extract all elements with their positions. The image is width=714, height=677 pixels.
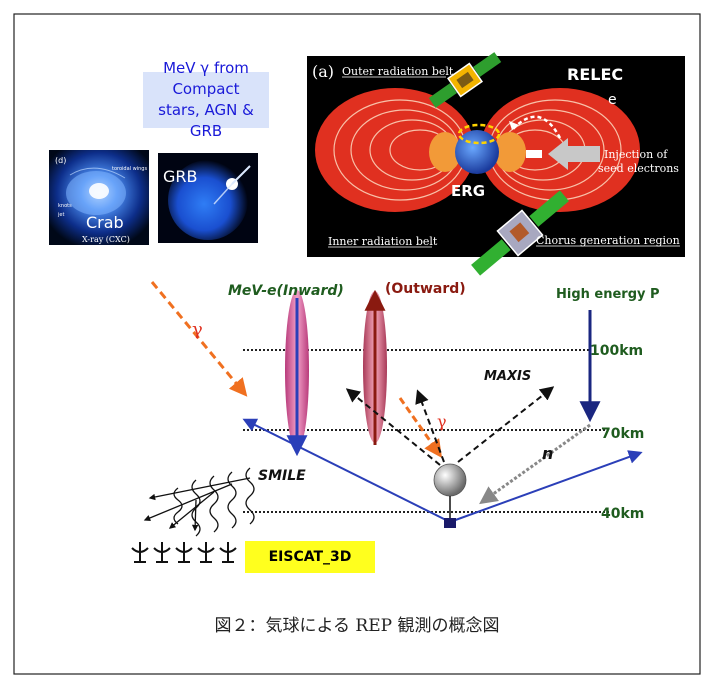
electron-drift-arrow xyxy=(511,115,562,139)
grb-label: GRB xyxy=(163,167,198,186)
crab-tiny-label-knots: knots xyxy=(58,203,72,209)
inner-belt-right xyxy=(494,132,526,172)
smile-label: SMILE xyxy=(258,468,306,484)
gamma-label-center: γ xyxy=(437,412,447,431)
inner-belt-label: Inner radiation belt xyxy=(328,235,438,248)
inner-belt-left xyxy=(429,132,461,172)
seed-electron-marker xyxy=(526,150,542,158)
injection-label-2: seed electrons xyxy=(598,162,679,175)
erg-satellite-icon xyxy=(471,190,569,276)
injection-arrow xyxy=(548,138,600,170)
relec-satellite-icon xyxy=(428,52,502,108)
erg-label: ERG xyxy=(451,182,485,200)
fov-line-right xyxy=(449,450,643,523)
gamma-arrow-center xyxy=(398,397,443,458)
crab-caption: X-ray (CXC) xyxy=(82,235,130,244)
outer-belt-label: Outer radiation belt xyxy=(342,65,454,78)
injection-label-1: Injection of xyxy=(604,148,668,161)
crab-nebula-image: (d) toroidal wings knots jet Crab X-ray … xyxy=(49,150,149,245)
altitude-label-40km: 40km xyxy=(601,506,644,522)
scatter-arrow-2 xyxy=(415,389,445,463)
gamma-label-left: γ xyxy=(192,319,203,340)
gamma-arrow-left xyxy=(150,281,248,397)
crab-panel-tag: (d) xyxy=(55,156,66,165)
outward-label: (Outward) xyxy=(385,281,466,297)
radiation-belt-panel: (a) Outer radiation belt RELEC e ERG Inj… xyxy=(307,52,685,276)
high-energy-p-label: High energy P xyxy=(556,287,660,302)
radio-wave-icons xyxy=(143,467,255,537)
figure-caption: 図２：気球による REP 観測の概念図 xyxy=(214,616,500,636)
eiscat-label: EISCAT_3D xyxy=(245,541,375,573)
chorus-label: Chorus generation region xyxy=(536,234,680,247)
altitude-label-100km: 100km xyxy=(590,343,643,359)
altitude-label-70km: 70km xyxy=(601,426,644,442)
neutron-label: n xyxy=(542,444,553,463)
payload-icon xyxy=(444,518,456,528)
gamma-source-line-1: MeV γ from Compact xyxy=(163,59,249,98)
mev-e-inward-label: MeV-e(Inward) xyxy=(228,283,344,299)
crab-tiny-label-wings: toroidal wings xyxy=(112,166,147,172)
crab-tiny-label-jet: jet xyxy=(57,212,64,218)
gamma-source-line-2: stars, AGN & GRB xyxy=(158,101,254,140)
gamma-source-box: MeV γ from Compact stars, AGN & GRB xyxy=(143,59,269,140)
relec-label: RELEC xyxy=(567,65,623,84)
neutron-arrow xyxy=(479,423,591,505)
fov-line-left xyxy=(242,418,451,523)
antenna-array-icon xyxy=(131,542,237,563)
balloon-icon xyxy=(433,463,467,528)
scatter-arrow-1 xyxy=(345,388,441,466)
figure-border xyxy=(13,13,701,675)
crab-label: Crab xyxy=(86,213,124,232)
scatter-arrow-3 xyxy=(457,386,555,463)
earth xyxy=(455,130,499,174)
electron-label: e xyxy=(608,92,617,108)
maxis-label: MAXIS xyxy=(484,369,531,384)
dashed-orbit xyxy=(457,123,501,145)
panel-tag-a: (a) xyxy=(312,62,334,81)
grb-image: GRB xyxy=(158,153,258,243)
